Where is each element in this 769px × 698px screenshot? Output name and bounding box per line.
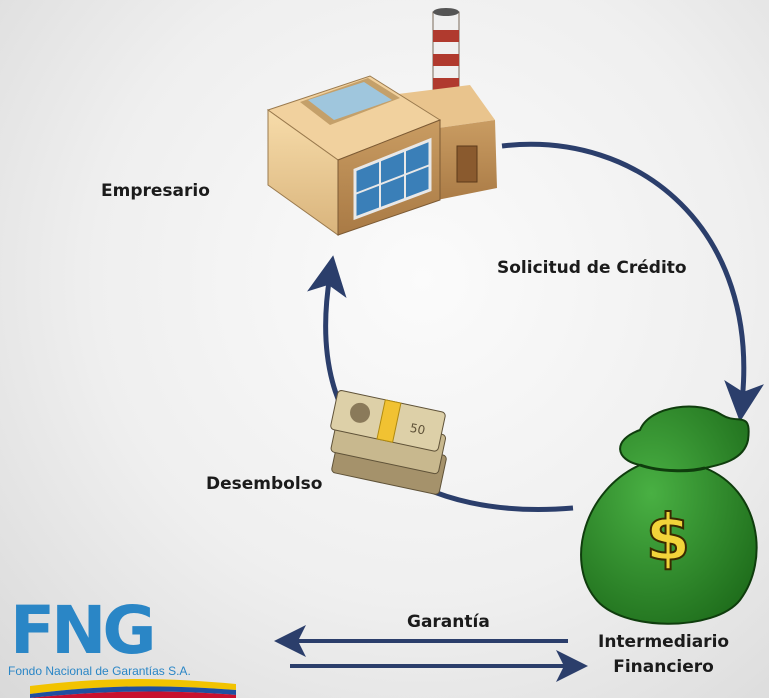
cash-bundle-icon: 50	[330, 390, 447, 495]
label-desembolso: Desembolso	[206, 474, 323, 494]
factory-icon	[266, 8, 497, 236]
fng-logo-letters: FNG	[10, 592, 156, 669]
solicitud-arrow	[501, 141, 764, 422]
label-solicitud-credito: Solicitud de Crédito	[497, 258, 687, 278]
svg-text:$: $	[646, 502, 691, 576]
svg-text:50: 50	[409, 421, 427, 438]
label-intermediario-line2: Financiero	[613, 657, 714, 677]
label-intermediario-financiero: Intermediario Financiero	[598, 630, 729, 680]
fng-logo-subtitle: Fondo Nacional de Garantías S.A.	[8, 664, 191, 678]
fng-logo: FNG Fondo Nacional de Garantías S.A.	[0, 592, 250, 698]
label-garantia: Garantía	[407, 612, 490, 632]
label-empresario: Empresario	[101, 181, 210, 201]
label-intermediario-line1: Intermediario	[598, 632, 730, 652]
money-bag-icon: $	[580, 405, 758, 625]
